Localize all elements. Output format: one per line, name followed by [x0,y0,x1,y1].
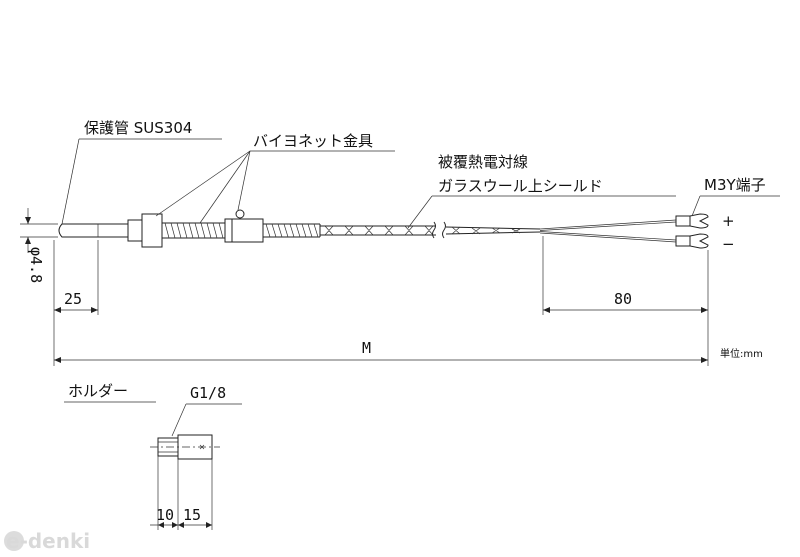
dimension-25-label: 25 [64,290,82,308]
terminal-label: M3Y端子 [704,176,766,194]
holder-dim-15: 15 [183,506,201,524]
dimension-m-label: M [362,339,371,357]
bayonet-callout: バイヨネット金具 [155,132,395,224]
holder-callout: ホルダー [64,382,156,403]
dimension-80: 80 [542,236,709,366]
unit-label: 単位:mm [720,347,763,360]
diameter-label: φ4.8 [27,247,45,283]
terminal-plus [675,213,709,229]
holder-label: ホルダー [68,382,128,400]
bayonet-fitting-label: バイヨネット金具 [253,132,373,150]
polarity-minus: − [722,235,735,253]
holder-part [150,434,220,460]
terminal-callout: M3Y端子 [691,176,780,217]
thread-label: G1/8 [190,384,226,402]
lead-wires [539,219,677,243]
watermark-logo: e-denki [4,529,90,553]
cable-callout: 被覆熱電対線 ガラスウール上シールド [407,153,676,229]
dimension-80-label: 80 [614,290,632,308]
holder-dim-10: 10 [156,506,174,524]
polarity-plus: + [722,212,735,230]
bayonet-fitting [127,209,321,248]
dimension-25: 25 [53,240,99,366]
protection-tube [58,223,129,238]
protection-tube-label: 保護管 SUS304 [84,119,192,137]
cable-label-line2: ガラスウール上シールド [438,177,603,195]
protection-tube-callout: 保護管 SUS304 [61,119,222,225]
diameter-dimension: φ4.8 [20,208,58,283]
cable-label-line1: 被覆熱電対線 [438,153,528,171]
holder-dimensions: 10 15 [150,456,213,530]
terminal-minus [675,233,709,249]
watermark-text: e-denki [6,529,90,553]
thread-callout: G1/8 [171,384,242,437]
dimension-m: M [54,339,708,363]
shielded-cable [320,221,541,239]
